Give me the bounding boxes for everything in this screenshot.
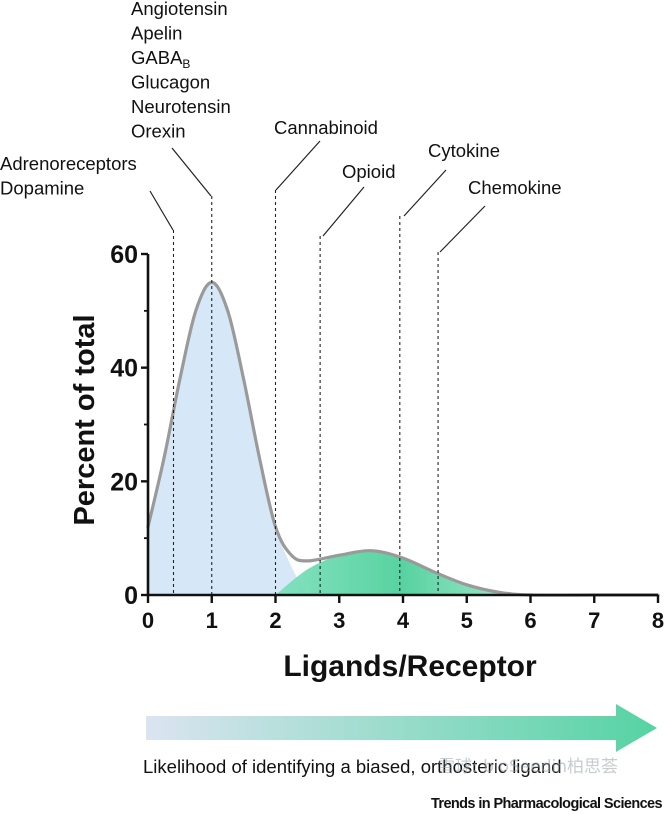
annotation-5-leader <box>439 205 486 253</box>
series-1-area <box>275 550 531 595</box>
annotation-1-label-4: Neurotensin <box>131 96 231 117</box>
y-tick-label-20: 20 <box>110 468 138 496</box>
annotation-0-label-1: Dopamine <box>0 178 84 199</box>
x-tick-label-8: 8 <box>652 608 664 633</box>
annotation-0-label-0: Adrenoreceptors <box>0 153 137 174</box>
y-tick-label-0: 0 <box>124 582 138 610</box>
x-tick-label-2: 2 <box>269 608 281 633</box>
x-tick-label-4: 4 <box>397 608 410 633</box>
annotation-5-label-0: Chemokine <box>468 177 562 198</box>
series-0-area <box>148 282 308 595</box>
arrow-caption: Likelihood of identifying a biased, orth… <box>143 756 562 777</box>
x-tick-label-7: 7 <box>588 608 600 633</box>
annotation-0-leader <box>149 190 174 231</box>
y-tick-label-40: 40 <box>110 355 138 383</box>
subscript-b: B <box>182 57 190 71</box>
likelihood-arrow <box>146 704 657 752</box>
y-tick-label-60: 60 <box>110 241 138 269</box>
annotation-1-label-1: Apelin <box>131 23 182 44</box>
annotation-1-label-3: Glucagon <box>131 72 210 93</box>
annotation-2-label-0: Cannabinoid <box>274 117 378 138</box>
annotation-1-label-0: Angiotensin <box>131 0 228 19</box>
x-tick-label-3: 3 <box>333 608 345 633</box>
annotation-3-leader <box>322 186 365 237</box>
axes: 0 20 40 60 0 1 2 3 4 5 6 7 8 <box>110 241 664 633</box>
x-tick-label-0: 0 <box>142 608 154 633</box>
series-2-line <box>146 280 660 597</box>
annotation-1-leader <box>171 147 212 197</box>
annotation-2-leader <box>275 140 321 191</box>
x-axis-title: Ligands/Receptor <box>283 650 537 683</box>
x-tick-label-6: 6 <box>524 608 536 633</box>
gradient-arrow <box>146 704 657 752</box>
x-tick-label-5: 5 <box>461 608 473 633</box>
annotation-4-label-0: Cytokine <box>428 140 500 161</box>
annotation-1-label-2: GABAB <box>131 47 190 71</box>
x-tick-label-1: 1 <box>206 608 218 633</box>
series-layer <box>146 280 660 597</box>
annotation-4-leader <box>403 169 447 217</box>
annotation-3-label-0: Opioid <box>342 161 395 182</box>
watermark-text: 雪球: bioSeedin柏思荟 <box>438 757 618 777</box>
annotation-1-label-5: Orexin <box>131 121 186 142</box>
y-axis-title: Percent of total <box>69 314 101 525</box>
journal-credit: Trends in Pharmacological Sciences <box>431 796 663 812</box>
